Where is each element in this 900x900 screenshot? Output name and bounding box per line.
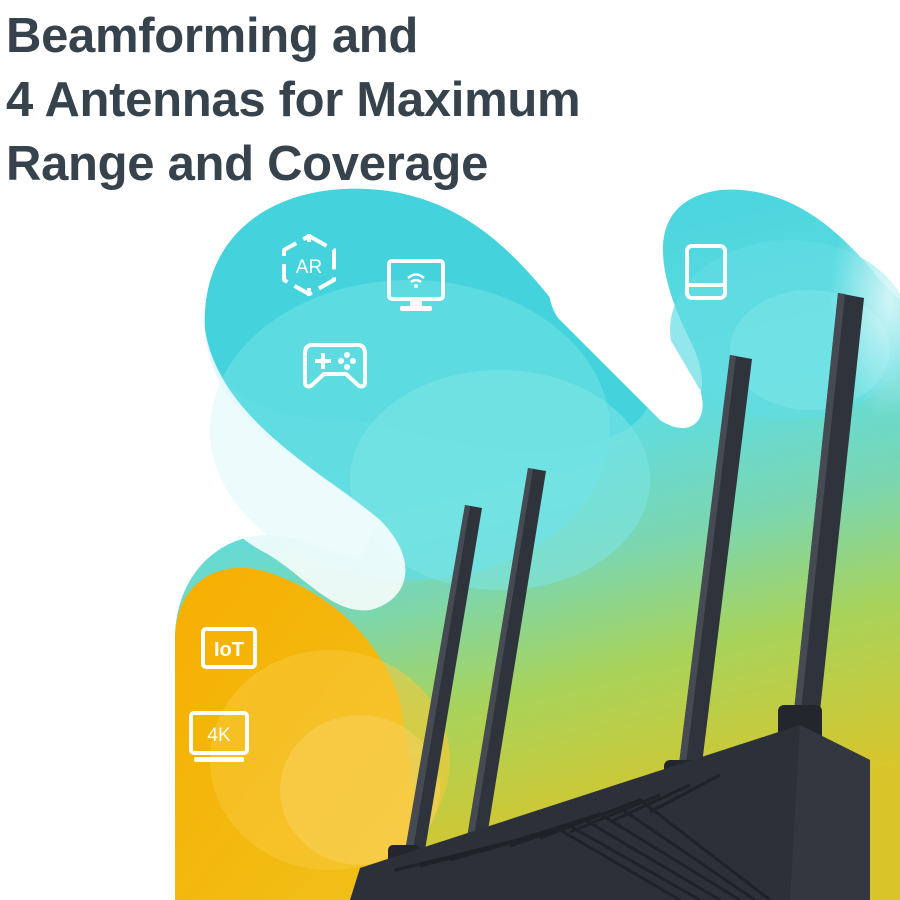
headline-line-2: 4 Antennas for Maximum [6, 73, 581, 127]
smart-tv-wifi-icon [386, 258, 446, 314]
headline-line-3: Range and Coverage [6, 137, 489, 191]
gamepad-icon [302, 342, 368, 390]
ar-icon: AR [278, 232, 340, 298]
router [350, 293, 870, 900]
headline-line-1: Beamforming and [6, 9, 419, 63]
headline: Beamforming and 4 Antennas for Maximum R… [6, 4, 581, 196]
svg-text:4K: 4K [207, 725, 231, 746]
iot-icon: IoT [200, 626, 258, 672]
4k-tv-icon: 4K [188, 710, 250, 766]
tablet-icon [684, 243, 728, 301]
svg-text:IoT: IoT [214, 639, 244, 661]
svg-text:AR: AR [296, 257, 322, 278]
